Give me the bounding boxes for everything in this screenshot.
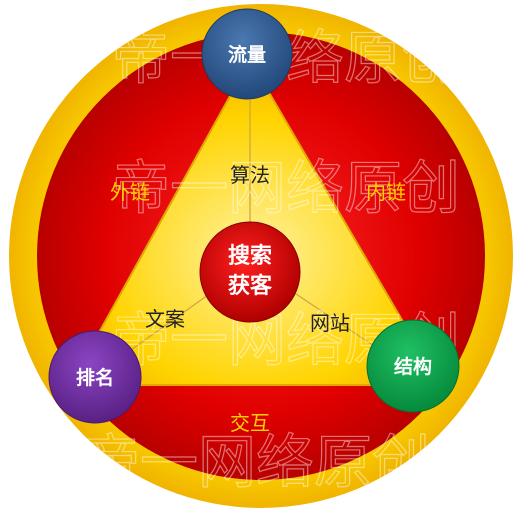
- center-node-line-2: 获客: [228, 273, 273, 299]
- bottom-left-node[interactable]: 排名: [48, 330, 142, 424]
- top-node-circle: [201, 8, 293, 100]
- watermark: 帝一网络原创 帝一网络原创 帝一网络原创 帝一网络原创: [81, 23, 460, 496]
- top-node-label: 流量: [228, 43, 266, 66]
- center-node-line-1: 搜索: [228, 244, 272, 269]
- spoke-label-right: 网站: [310, 311, 350, 335]
- edge-label-bottom: 交互: [230, 411, 270, 435]
- spoke-label-top: 算法: [230, 163, 270, 187]
- edge-label-right: 内链: [366, 180, 406, 204]
- center-node-circle: [199, 221, 301, 323]
- bottom-right-node[interactable]: 结构: [366, 319, 460, 413]
- bottom-left-node-circle: [48, 330, 142, 424]
- watermark-row-4: 帝一网络原创: [82, 428, 430, 496]
- top-node[interactable]: 流量: [201, 8, 293, 100]
- bottom-right-node-label: 结构: [394, 355, 432, 378]
- edge-label-left: 外链: [110, 180, 150, 204]
- bottom-right-node-circle: [366, 319, 460, 413]
- spoke-label-left: 文案: [145, 307, 185, 331]
- bottom-left-node-label: 排名: [76, 366, 114, 389]
- center-node[interactable]: 搜索 获客: [199, 221, 301, 323]
- watermark-row-2: 帝一网络原创: [112, 154, 460, 222]
